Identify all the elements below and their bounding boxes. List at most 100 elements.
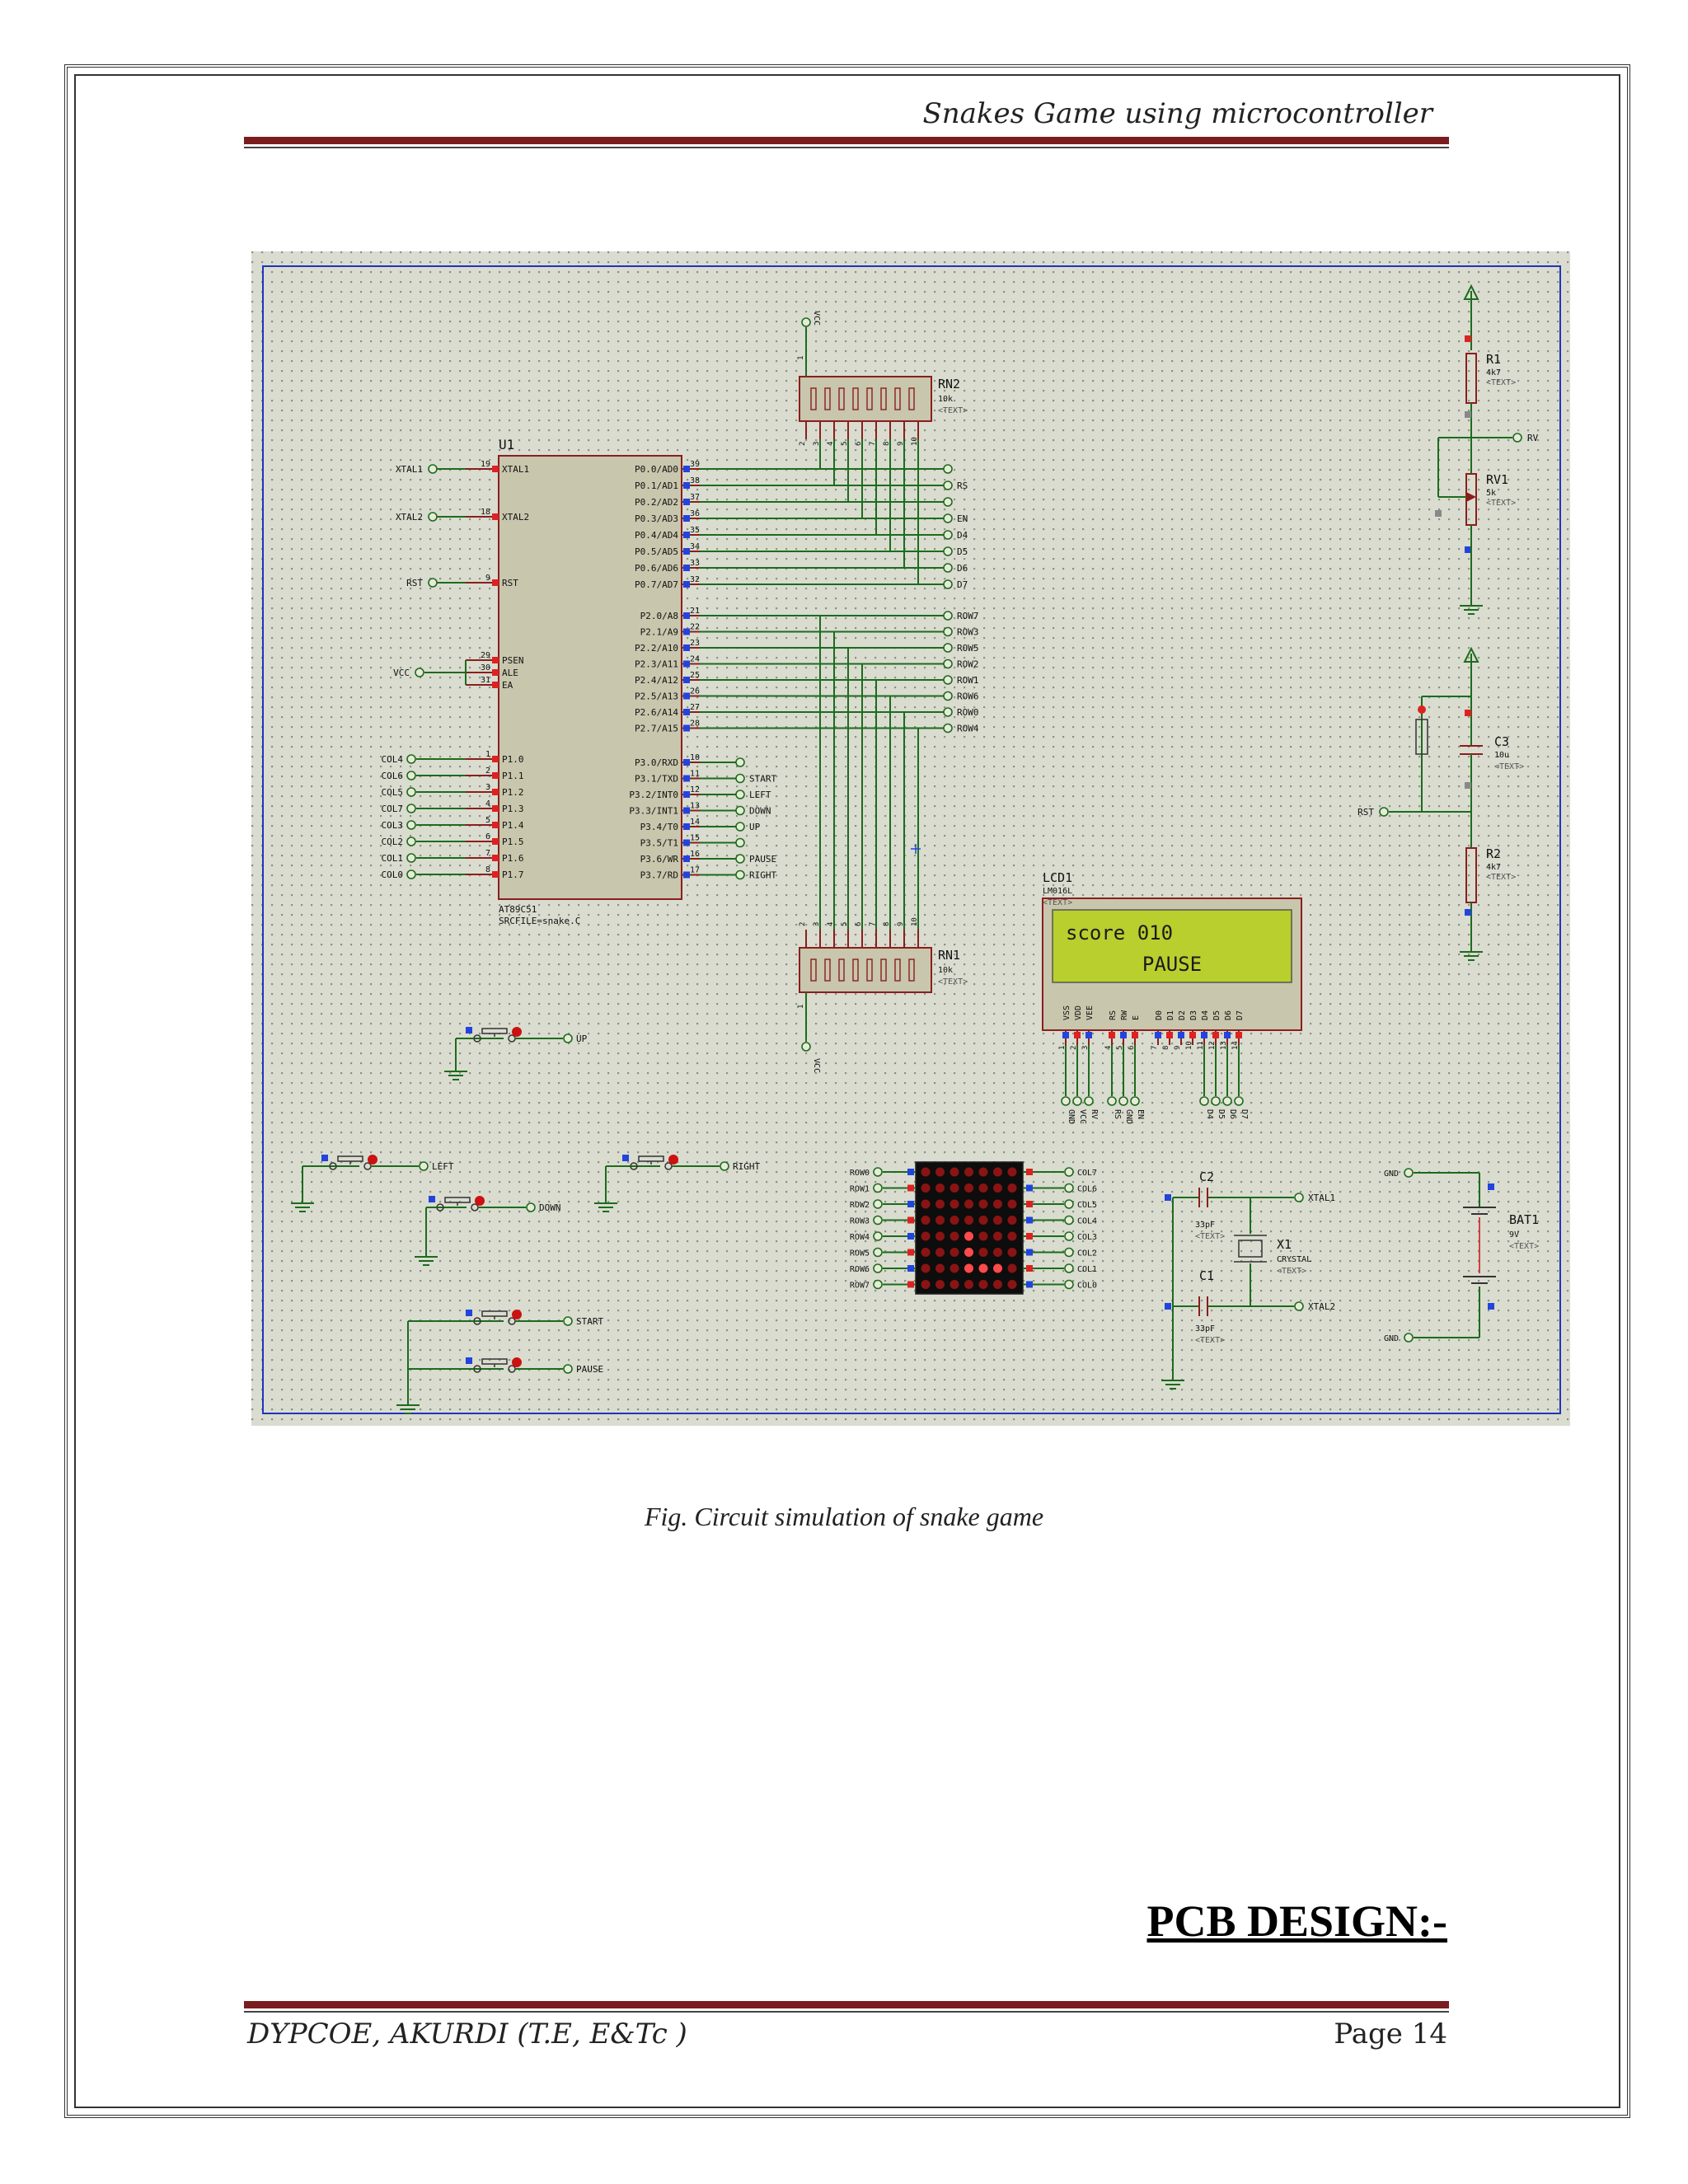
terminal — [1061, 1096, 1071, 1106]
net-label: D5 — [1217, 1109, 1226, 1119]
terminal — [1064, 1247, 1074, 1258]
pin-marker — [1465, 710, 1471, 716]
terminal — [1234, 1096, 1244, 1106]
led-dot — [978, 1263, 988, 1273]
section-title: PCB DESIGN:- — [1146, 1896, 1447, 1946]
mcu-pin-marker — [492, 772, 499, 779]
lcd-pin-num: 9 — [1174, 1046, 1182, 1050]
net-label: D7 — [1240, 1109, 1249, 1119]
mcu-pin-num: 26 — [690, 687, 700, 696]
mcu-pin-num: 13 — [690, 802, 700, 811]
net-label: ROW6 — [850, 1265, 870, 1274]
led-dot — [964, 1183, 973, 1193]
lcd-pin-marker — [1132, 1032, 1138, 1038]
capacitor-value: 33pF — [1195, 1324, 1215, 1333]
led-dot — [964, 1280, 973, 1289]
led-dot — [978, 1280, 988, 1289]
pin-marker — [1026, 1249, 1033, 1256]
terminal — [873, 1247, 883, 1258]
pin-marker — [907, 1233, 914, 1240]
terminal — [415, 668, 424, 677]
led-dot — [921, 1231, 931, 1241]
terminal — [873, 1199, 883, 1209]
mcu-pin-marker — [683, 466, 690, 472]
pin-marker — [1165, 1303, 1171, 1310]
terminal — [563, 1364, 573, 1374]
lcd-line-2: PAUSE — [1142, 953, 1202, 976]
terminal — [873, 1215, 883, 1226]
terminal — [1064, 1263, 1074, 1273]
pin-marker — [1465, 909, 1471, 916]
led-dot — [950, 1216, 959, 1225]
reset-button — [1415, 719, 1428, 755]
mcu-pin-num: 17 — [690, 866, 700, 875]
pin-marker — [1435, 510, 1442, 517]
net-label: COL6 — [1077, 1185, 1097, 1194]
terminal — [943, 658, 953, 669]
mcu-pin-num: 1 — [485, 750, 490, 759]
led-dot — [964, 1199, 973, 1209]
mcu-pin-num: 37 — [690, 493, 700, 502]
mcu-pin-marker — [492, 756, 499, 762]
led-dot — [950, 1263, 959, 1273]
rn-pin-num: 4 — [827, 922, 835, 926]
net-label: ROW2 — [850, 1201, 870, 1210]
led-dot — [1007, 1248, 1017, 1257]
button-indicator — [668, 1155, 678, 1165]
terminal — [1404, 1168, 1414, 1178]
lcd-pin-num: 10 — [1185, 1041, 1193, 1050]
led-dot — [1007, 1263, 1017, 1273]
mcu-pin-marker — [492, 855, 499, 861]
terminal — [1064, 1183, 1074, 1193]
mcu-pin-num: 28 — [690, 719, 700, 729]
net-label: DOWN — [749, 806, 771, 817]
mcu-pin-marker — [683, 581, 690, 588]
terminal — [801, 317, 811, 327]
lcd-pin-marker — [1212, 1032, 1219, 1038]
mcu-pin-marker — [683, 759, 690, 766]
mcu-pin-num: 31 — [481, 676, 490, 685]
reset-button-indicator — [1418, 705, 1426, 714]
pin-marker — [1165, 1194, 1171, 1201]
net-label: XTAL1 — [396, 464, 423, 475]
pin-marker — [1465, 335, 1471, 342]
capacitor-value: 10u — [1494, 751, 1509, 760]
mcu-pin-name: P1.3 — [502, 804, 524, 814]
mcu-pin-num: 19 — [481, 460, 490, 469]
terminal — [943, 707, 953, 717]
net-label: COL2 — [382, 837, 404, 847]
net-label: COL3 — [382, 820, 404, 831]
terminal — [943, 579, 953, 589]
led-dot — [964, 1231, 973, 1241]
terminal — [1084, 1096, 1094, 1106]
mcu-pin-name: P3.3/INT1 — [629, 806, 678, 817]
resistor-element — [852, 958, 859, 982]
led-dot — [950, 1280, 959, 1289]
led-dot — [1007, 1231, 1017, 1241]
terminal — [943, 611, 953, 621]
rn-pin-num: 9 — [897, 922, 905, 926]
terminal — [428, 512, 438, 522]
capacitor-text: <TEXT> — [1195, 1232, 1225, 1241]
button-label: START — [576, 1316, 603, 1327]
mcu-pin-name: P3.2/INT0 — [629, 790, 678, 800]
net-label: D6 — [1228, 1109, 1237, 1119]
net-label: VCC — [393, 668, 410, 678]
net-label: GND — [1124, 1109, 1133, 1124]
terminal — [943, 530, 953, 540]
rn-pin-num: 8 — [883, 922, 891, 926]
mcu-pin-marker — [683, 565, 690, 571]
pin-marker — [1026, 1233, 1033, 1240]
capacitor-text: <TEXT> — [1494, 762, 1524, 771]
mcu-pin-name: P3.1/TXD — [635, 774, 678, 785]
net-label: ROW4 — [957, 724, 979, 734]
net-label: COL1 — [382, 853, 404, 864]
terminal — [943, 626, 953, 637]
rn-pin-num: 3 — [813, 922, 821, 926]
pin-marker — [466, 1027, 472, 1033]
net-label: LEFT — [749, 790, 771, 800]
terminal — [406, 771, 416, 780]
lcd-pin-marker — [1201, 1032, 1207, 1038]
pin-marker — [1026, 1184, 1033, 1192]
net-label: ROW7 — [850, 1282, 870, 1291]
